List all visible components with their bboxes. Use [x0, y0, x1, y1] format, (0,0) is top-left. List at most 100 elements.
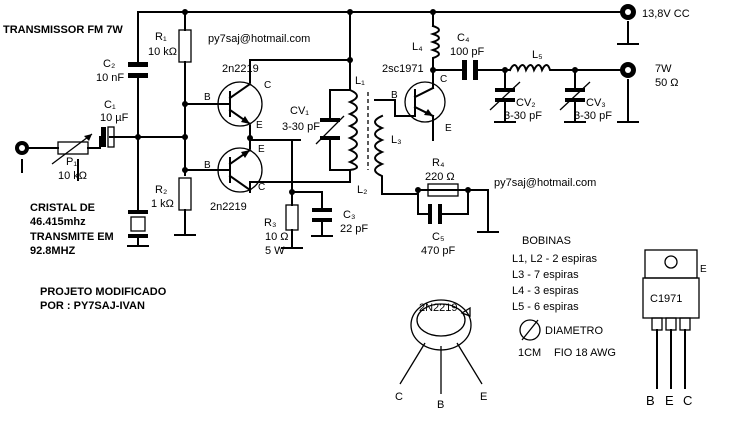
- q3-c: C: [440, 74, 447, 85]
- bobinas-row-4: L5 - 6 espiras: [512, 301, 579, 313]
- c5-value: 470 pF: [421, 245, 456, 257]
- r1-label: R₁: [155, 31, 167, 43]
- diametro-label: DIAMETRO: [545, 325, 604, 337]
- package-2n2219-label: 2N2219: [419, 302, 458, 314]
- bobinas-row-3: L4 - 3 espiras: [512, 285, 579, 297]
- q3-b: B: [391, 90, 398, 101]
- cv3-label: CV₃: [586, 97, 606, 109]
- variable-capacitor-cv3: [559, 81, 591, 111]
- output-power: 7W: [655, 63, 672, 75]
- l3-label: L₃: [391, 134, 402, 146]
- crystal: [128, 210, 148, 238]
- title: TRANSMISSOR FM 7W: [3, 24, 123, 36]
- junction-dots: [135, 9, 578, 195]
- variable-capacitor-cv2: [489, 81, 521, 111]
- output-terminal-icon: [620, 62, 636, 78]
- l4-label: L₄: [412, 41, 423, 53]
- supply-label: 13,8V CC: [642, 8, 690, 20]
- q3-part: 2sc1971: [382, 63, 424, 75]
- resistor-r3: [285, 204, 299, 231]
- c2-value: 10 nF: [96, 72, 124, 84]
- r4-value: 220 Ω: [425, 171, 455, 183]
- r4-label: R₄: [432, 157, 445, 169]
- cv3-value: 3-30 pF: [574, 110, 612, 122]
- inductor-l3: [374, 114, 385, 183]
- p1-label: P₁: [66, 156, 77, 168]
- c4-value: 100 pF: [450, 46, 485, 58]
- potentiometer-p1: [51, 133, 93, 165]
- variable-capacitor-cv1: [315, 115, 345, 145]
- package-2n2219: [399, 299, 483, 394]
- c3-value: 22 pF: [340, 223, 368, 235]
- cv1-value: 3-30 pF: [282, 121, 320, 133]
- c3-label: C₃: [343, 209, 355, 221]
- q2-e: E: [258, 144, 265, 155]
- wire-gauge: FIO 18 AWG: [554, 347, 616, 359]
- q2-part: 2n2219: [210, 201, 247, 213]
- pin-e2: E: [665, 393, 674, 408]
- l1-label: L₁: [355, 75, 365, 87]
- c5-label: C₅: [432, 231, 444, 243]
- cv1-label: CV₁: [290, 105, 309, 117]
- c1-value: 10 µF: [100, 112, 129, 124]
- diametro-value: 1CM: [518, 347, 541, 359]
- resistor-r4: [427, 183, 459, 197]
- bobinas-title: BOBINAS: [522, 235, 571, 247]
- diameter-icon: [519, 319, 541, 341]
- pin-b: B: [437, 399, 444, 411]
- c4-label: C₄: [457, 32, 470, 44]
- q1-part: 2n2219: [222, 63, 259, 75]
- crystal-line2: 46.415mhz: [30, 216, 86, 228]
- c2-label: C₂: [103, 58, 115, 70]
- capacitor-c3: [312, 208, 332, 222]
- r1-value: 10 kΩ: [148, 46, 177, 58]
- q2-c: C: [258, 182, 265, 193]
- supply-terminal-icon: [620, 4, 636, 20]
- r3-value2: 5 W: [265, 245, 285, 257]
- input-connector-icon: [15, 141, 29, 155]
- r3-value1: 10 Ω: [265, 231, 289, 243]
- capacitor-c4: [462, 60, 478, 80]
- r2-label: R₂: [155, 184, 167, 196]
- r3-label: R₃: [264, 217, 276, 229]
- inductor-l5: [508, 64, 553, 73]
- output-impedance: 50 Ω: [655, 77, 679, 89]
- q1-b: B: [204, 92, 211, 103]
- q2-b: B: [204, 160, 211, 171]
- pin-c2: C: [683, 393, 692, 408]
- inductor-l1-l2: [347, 88, 369, 172]
- package-c1971-label: C1971: [650, 293, 682, 305]
- modified-line1: PROJETO MODIFICADO: [40, 286, 167, 298]
- c1-label: C₁: [104, 99, 116, 111]
- bobinas-row-2: L3 - 7 espiras: [512, 269, 579, 281]
- r2-value: 1 kΩ: [151, 198, 174, 210]
- transistor-2sc1971: [404, 81, 446, 123]
- package-c1971-mark: E: [700, 264, 707, 275]
- email-mid: py7saj@hotmail.com: [494, 177, 596, 189]
- modified-line2: POR : PY7SAJ-IVAN: [40, 300, 145, 312]
- resistor-r2: [178, 177, 192, 211]
- bobinas-row-1: L1, L2 - 2 espiras: [512, 253, 597, 265]
- q1-c: C: [264, 80, 271, 91]
- p1-value: 10 kΩ: [58, 170, 87, 182]
- transistor-upper-2n2219: [217, 81, 263, 127]
- capacitor-c5: [428, 204, 459, 224]
- cv2-label: CV₂: [516, 97, 536, 109]
- q3-e: E: [445, 123, 452, 134]
- capacitor-c2: [128, 62, 148, 78]
- l2-label: L₂: [357, 184, 367, 196]
- l5-label: L₅: [532, 49, 543, 61]
- crystal-line4: 92.8MHZ: [30, 245, 76, 257]
- pin-e: E: [480, 391, 487, 403]
- package-c1971: [642, 249, 700, 389]
- q1-e: E: [256, 120, 263, 131]
- pin-c: C: [395, 391, 403, 403]
- email-top: py7saj@hotmail.com: [208, 33, 310, 45]
- cv2-value: 3-30 pF: [504, 110, 542, 122]
- crystal-line3: TRANSMITE EM: [30, 231, 114, 243]
- capacitor-c1: [101, 126, 115, 148]
- transistor-lower-2n2219: [217, 147, 263, 193]
- inductor-l4: [429, 24, 440, 61]
